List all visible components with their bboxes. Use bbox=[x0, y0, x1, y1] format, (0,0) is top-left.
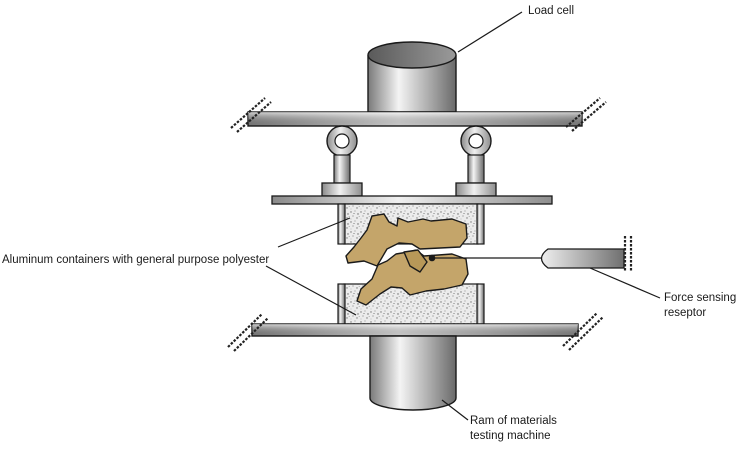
leader-lines bbox=[265, 11, 661, 421]
label-force-sensing: Force sensing reseptor bbox=[664, 291, 736, 321]
load-cell bbox=[367, 41, 457, 113]
label-force-sensing-line1: Force sensing bbox=[664, 292, 737, 304]
label-ram-line1: Ram of materials bbox=[470, 415, 557, 427]
vertebrae-specimen bbox=[345, 213, 469, 306]
leader-upper-container bbox=[277, 217, 351, 248]
label-ram: Ram of materials testing machine bbox=[470, 414, 557, 444]
force-sensing-receptor bbox=[428, 248, 625, 269]
leader-load-cell bbox=[457, 11, 523, 53]
upper-plate bbox=[271, 195, 553, 205]
label-ram-line2: testing machine bbox=[470, 430, 551, 442]
leader-ram bbox=[441, 399, 469, 421]
label-load-cell: Load cell bbox=[528, 5, 575, 17]
ram-cylinder bbox=[369, 335, 457, 411]
label-force-sensing-line2: reseptor bbox=[664, 307, 707, 319]
lower-crossbar bbox=[251, 323, 579, 337]
label-aluminum-containers: Aluminum containers with general purpose… bbox=[2, 254, 270, 266]
fixed-support-top-right bbox=[565, 97, 607, 132]
eye-bolt-left bbox=[321, 125, 363, 197]
fixed-support-top-left bbox=[230, 97, 272, 133]
fixed-support-probe bbox=[623, 236, 633, 272]
eye-bolt-right bbox=[455, 125, 497, 197]
top-crossbar bbox=[247, 111, 583, 127]
leader-force-sensor bbox=[589, 267, 661, 299]
leader-lower-container bbox=[265, 265, 357, 316]
